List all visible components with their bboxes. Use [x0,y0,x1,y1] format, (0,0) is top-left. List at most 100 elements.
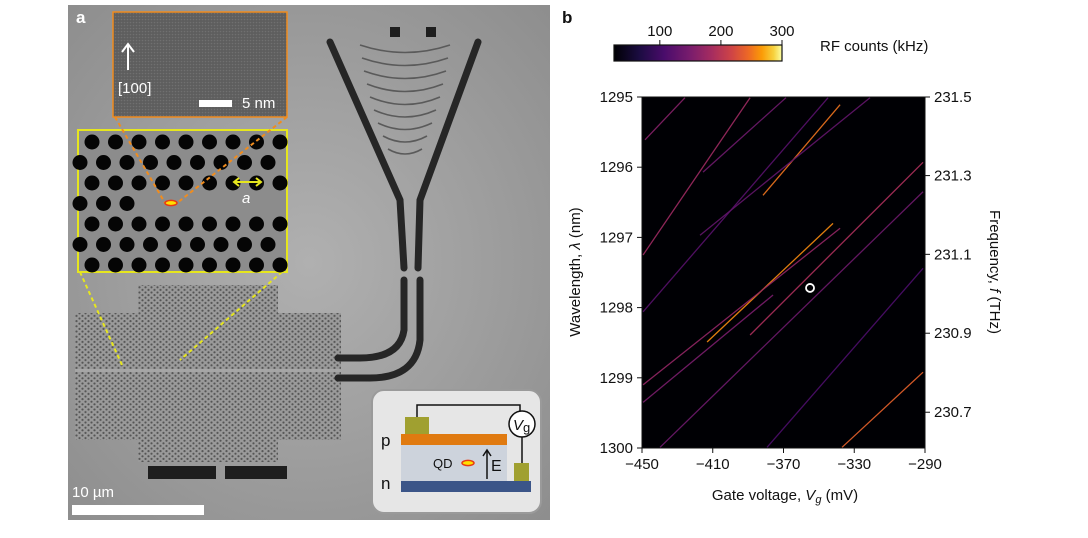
air-hole [225,257,241,273]
x-axis-sub: g [815,494,822,506]
air-hole [249,257,264,273]
colorbar-gradient [613,44,783,62]
p-label: p [381,431,390,450]
air-hole [202,216,217,232]
air-hole [272,216,288,232]
colorbar-tick-label: 100 [647,23,672,40]
air-hole [272,257,288,273]
air-hole [84,257,100,273]
heatmap-streak [841,371,924,448]
heatmap-streak [749,161,924,336]
panel-a-sem-image: a [100] 5 nm a 10 µm Vg p n [68,5,550,520]
air-hole [225,216,241,232]
heatmap-streak [642,97,751,256]
voltage-symbol: V [513,417,525,434]
air-hole [166,155,182,170]
tem-inset: [100] 5 nm [112,11,288,118]
y2-tick-label: 231.1 [934,246,972,263]
y2-axis-var: f [986,288,1003,294]
colorbar-label: RF counts (kHz) [820,38,928,55]
lattice-constant-label: a [242,190,250,207]
n-layer [401,481,531,492]
intrinsic-layer [401,445,507,481]
air-hole [108,134,123,150]
air-hole [155,175,170,191]
zoom-indicator-line [179,271,283,361]
y2-tick-label: 230.7 [934,404,972,421]
voltage-label: Vg [513,417,530,435]
x-tick-label: −410 [696,456,730,473]
tem-scale-label: 5 nm [242,95,275,112]
qd-label: QD [433,456,453,471]
air-hole [178,175,194,191]
y-tick-label: 1299 [600,370,633,387]
air-hole [131,175,147,191]
air-hole [72,196,88,211]
voltage-source-icon [508,410,536,438]
air-hole [155,134,170,150]
air-hole [202,175,217,191]
x-tick-label: −290 [908,456,942,473]
y-tick-label: 1298 [600,300,633,317]
top-contact [405,417,429,434]
y2-tick-label: 231.5 [934,89,972,106]
y-tick-label: 1295 [600,89,633,106]
air-hole [260,237,276,252]
zoom-indicator-line [79,271,123,366]
crystal-direction-label: [100] [118,80,151,97]
heatmap-streak [706,222,834,343]
contact-pad [225,466,287,479]
y-tick-label: 1300 [600,440,633,457]
phc-inset: a [72,116,288,273]
heatmap-streak [659,191,924,448]
heatmap-streak [762,104,841,196]
y-axis-label-text: Wavelength, [567,250,584,337]
air-hole [202,257,217,273]
air-hole [249,216,264,232]
heatmap-streaks [642,97,924,448]
air-hole [272,175,288,191]
quantum-dot-icon [461,459,475,467]
air-hole [96,196,111,211]
panel-b-label: b [562,8,572,27]
air-hole [190,237,205,252]
air-hole [249,134,264,150]
y2-tick-label: 230.9 [934,325,972,342]
x-tick-label: −330 [837,456,871,473]
air-hole [108,216,123,232]
heatmap-streak [642,294,774,403]
air-hole [108,257,123,273]
heatmap-streak [644,97,686,141]
y2-axis-label: Frequency, f (THz) [986,210,1003,334]
air-hole [119,155,135,170]
air-hole [119,237,135,252]
air-hole [202,134,217,150]
x-tick-label: −450 [625,456,659,473]
y2-tick-label: 231.3 [934,168,972,185]
air-hole [131,134,147,150]
arrow-up-icon [121,42,135,70]
air-hole [190,155,205,170]
air-hole [178,257,194,273]
x-axis-label-text: Gate voltage, [712,487,805,504]
scale-bar [72,505,204,515]
air-hole [84,134,100,150]
waveguide [326,38,482,382]
air-hole [143,155,158,170]
panel-a-label: a [76,8,86,27]
air-hole [119,196,135,211]
alignment-mark [426,27,436,37]
air-hole [155,216,170,232]
air-hole [84,175,100,191]
y2-axis-unit: (THz) [986,292,1003,334]
air-hole [178,216,194,232]
scale-bar-label: 10 µm [72,484,114,501]
air-hole [213,237,229,252]
air-hole [213,155,229,170]
tem-scale-bar [199,100,232,107]
air-hole [155,257,170,273]
field-arrow-icon [482,448,492,479]
y-tick-label: 1297 [600,229,633,246]
voltage-subscript: g [523,420,530,435]
air-hole [178,134,194,150]
